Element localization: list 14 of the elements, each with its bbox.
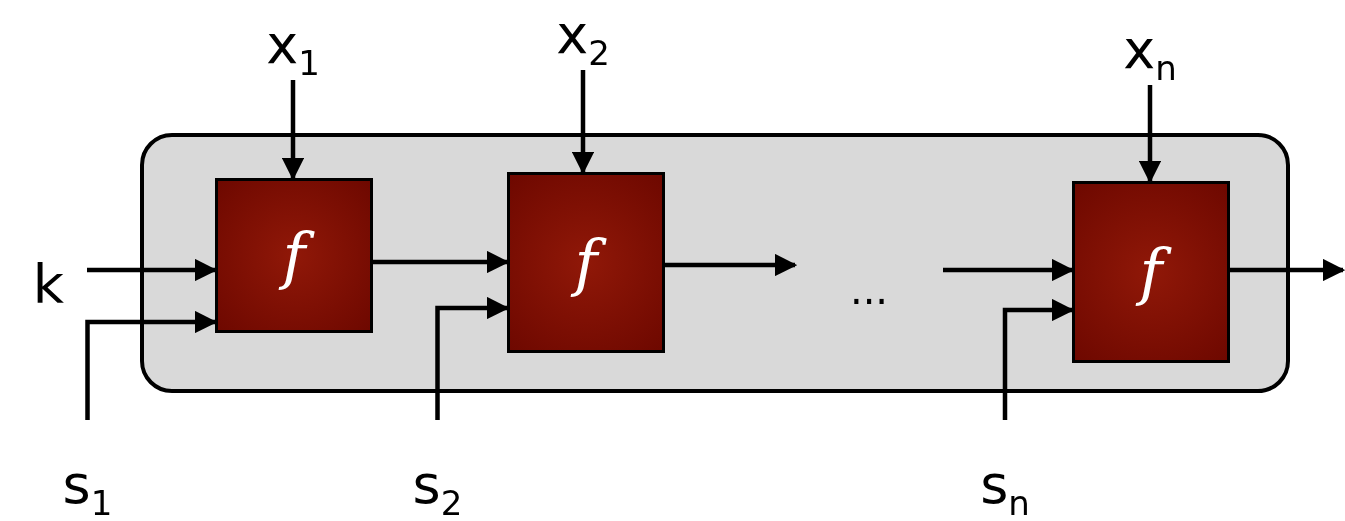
function-block: f: [507, 172, 665, 353]
input-label: x$_{n}$: [1123, 23, 1177, 85]
state-label: s$_{n}$: [980, 458, 1030, 520]
state-label: s$_{1}$: [62, 458, 113, 520]
arrow: [1230, 258, 1345, 282]
input-label: x$_{2}$: [556, 8, 610, 70]
arrow: [665, 253, 798, 277]
ellipsis: ...: [849, 270, 889, 310]
input-label: x$_{1}$: [266, 18, 320, 80]
function-block: f: [1072, 181, 1230, 363]
state-label: s$_{2}$: [412, 458, 463, 520]
function-block: f: [215, 178, 373, 333]
system-container: [140, 133, 1290, 393]
key-label: k: [32, 258, 65, 312]
